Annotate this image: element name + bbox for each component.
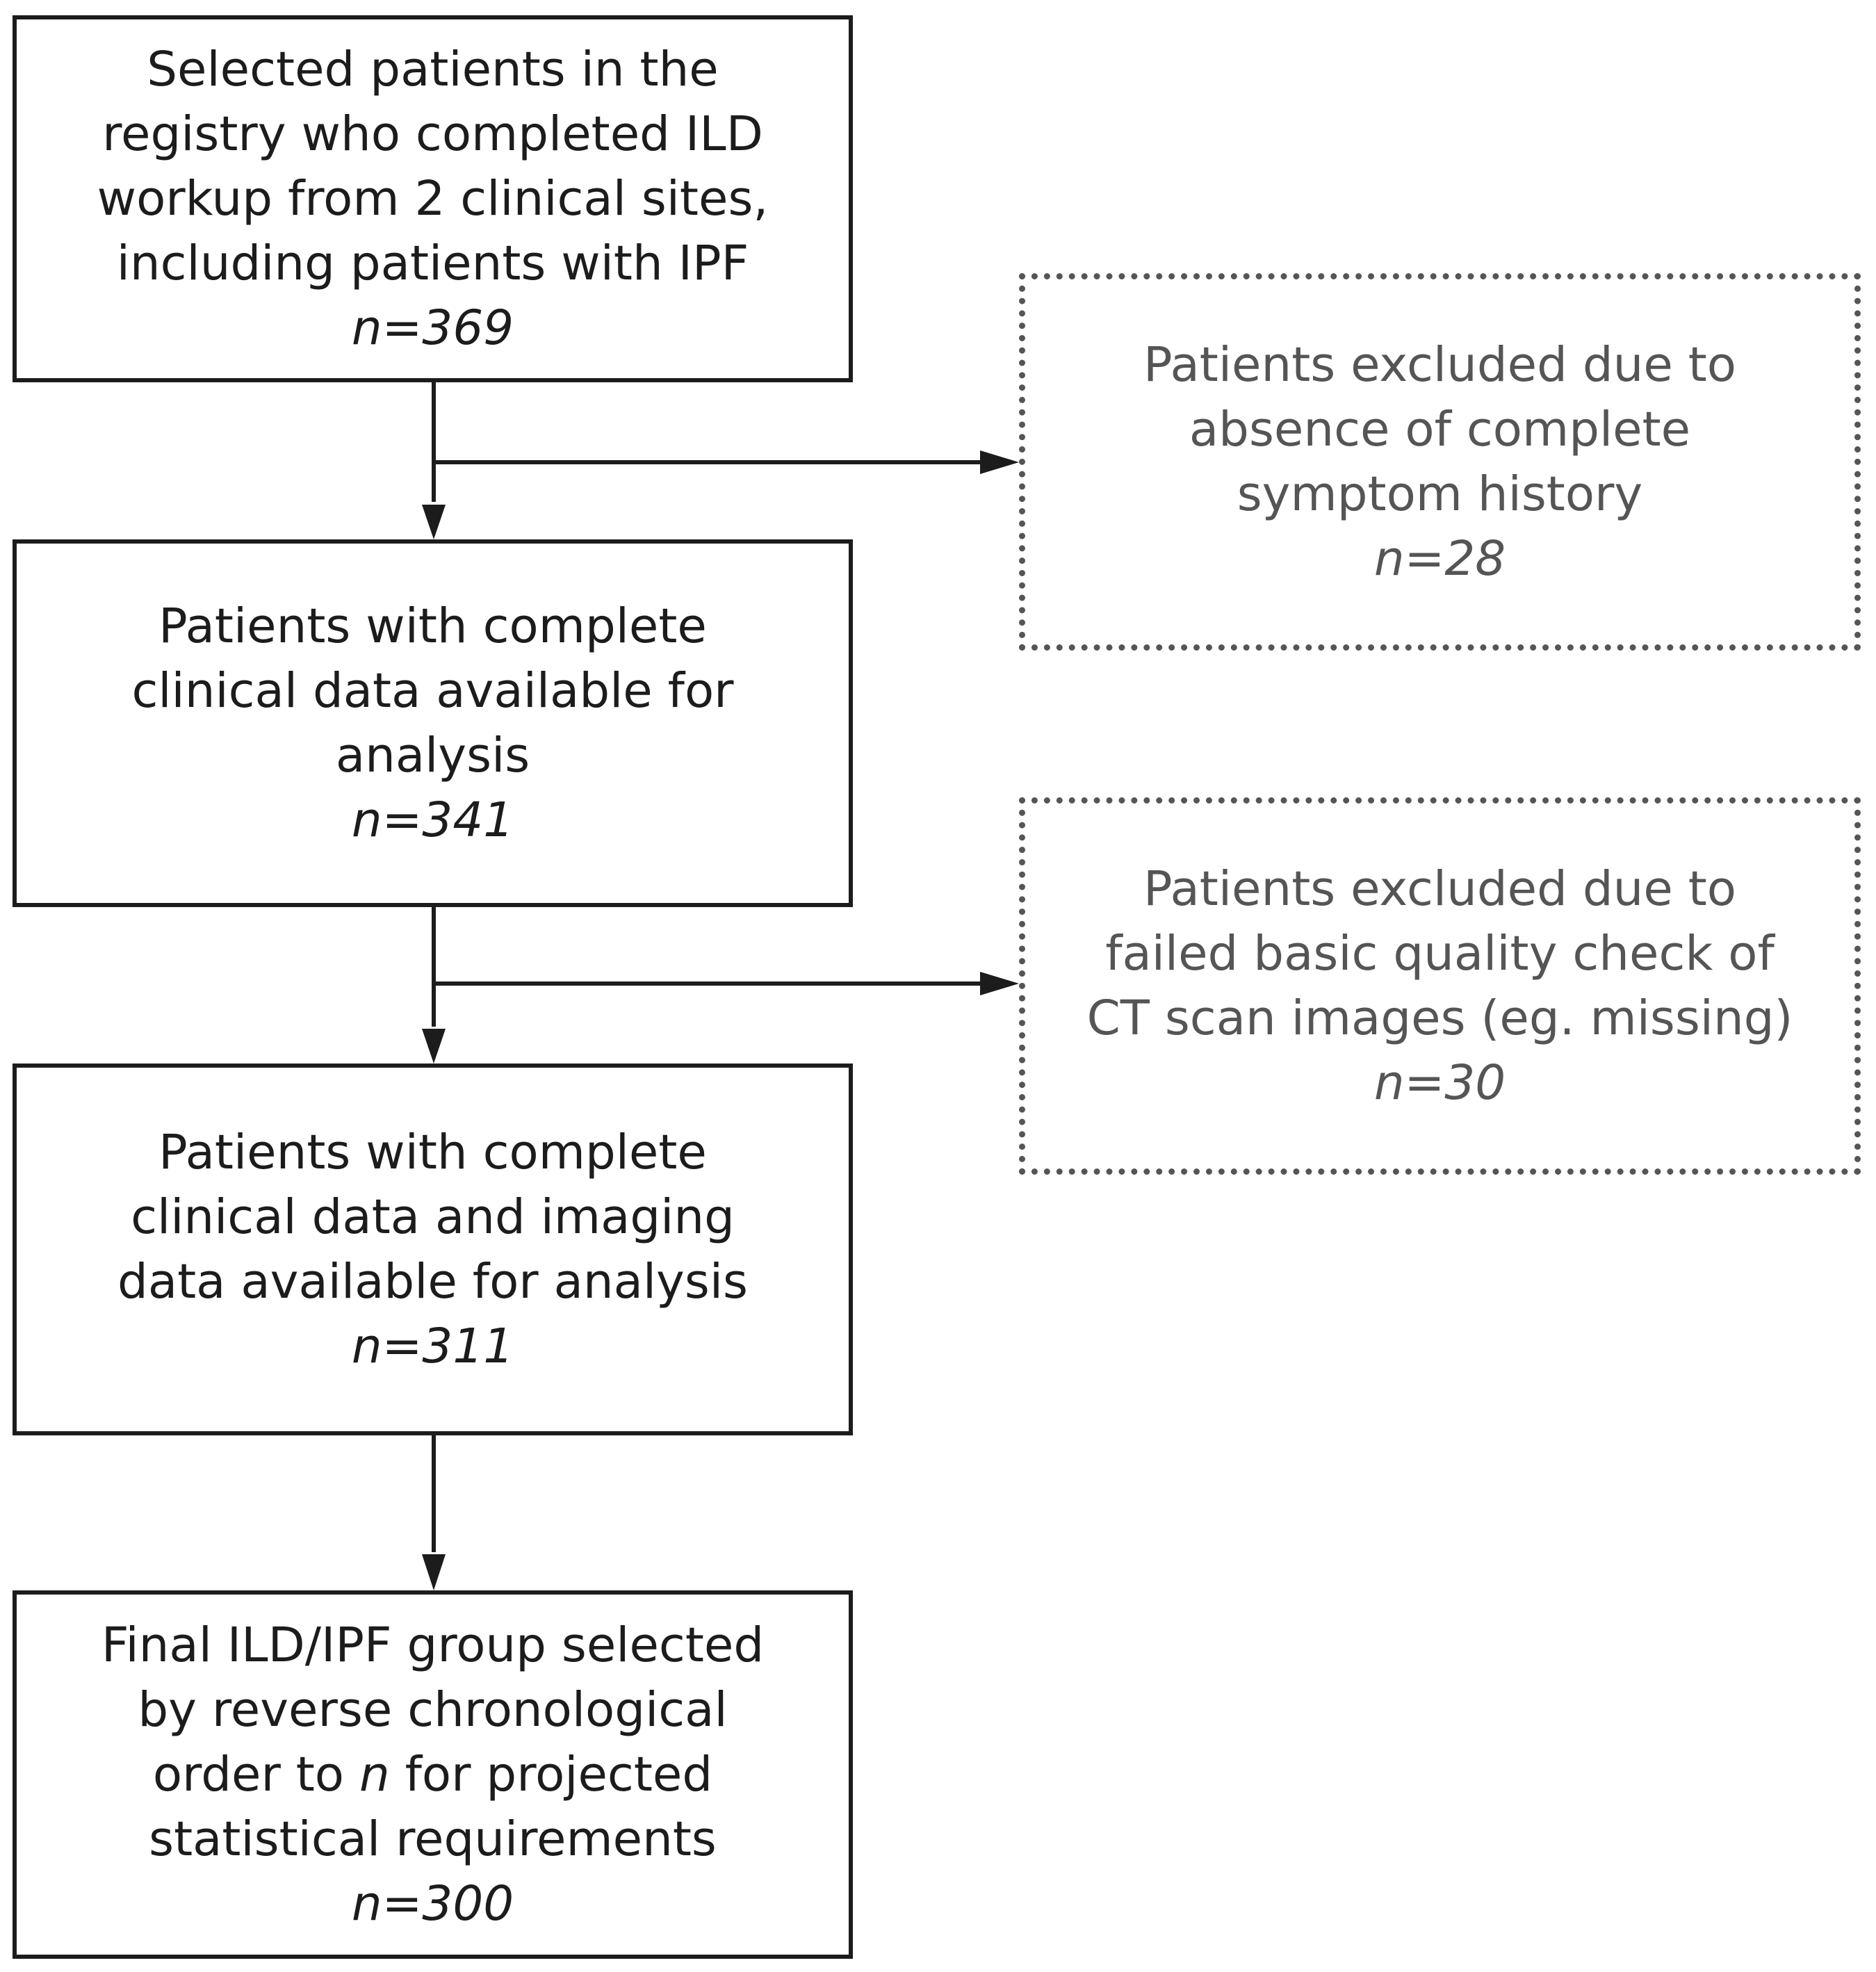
arrowhead-final [422, 1554, 446, 1590]
excluded-symptoms-line-2: absence of complete [1189, 401, 1691, 457]
box-imaging: Patients with complete clinical data and… [13, 1064, 853, 1435]
arrowhead-excluded-symptoms [980, 450, 1019, 474]
clinical-count: n=341 [351, 792, 514, 848]
excluded-ct-count: n=30 [1373, 1054, 1506, 1111]
box-excluded-symptoms: Patients excluded due to absence of comp… [1019, 273, 1861, 651]
clinical-line-3: analysis [335, 727, 530, 783]
excluded-ct-line-3: CT scan images (eg. missing) [1086, 990, 1793, 1046]
box-final: Final ILD/IPF group selected by reverse … [13, 1590, 853, 1959]
registry-line-2: registry who completed ILD [102, 106, 763, 162]
registry-line-4: including patients with IPF [116, 235, 749, 291]
excluded-symptoms-line-3: symptom history [1237, 466, 1643, 522]
final-line-3-post: for projected [389, 1746, 713, 1802]
excluded-symptoms-line-1: Patients excluded due to [1143, 336, 1736, 393]
excluded-ct-line-1: Patients excluded due to [1143, 861, 1736, 917]
final-line-2: by reverse chronological [138, 1681, 728, 1738]
clinical-line-2: clinical data available for [131, 662, 734, 719]
registry-line-3: workup from 2 clinical sites, [97, 170, 769, 227]
registry-line-1: Selected patients in the [147, 41, 719, 97]
imaging-line-2: clinical data and imaging [131, 1189, 735, 1245]
box-clinical: Patients with complete clinical data ava… [13, 539, 853, 907]
final-line-3-n: n [359, 1746, 390, 1802]
box-excluded-ct: Patients excluded due to failed basic qu… [1019, 797, 1861, 1175]
arrowhead-imaging [422, 1029, 446, 1064]
imaging-line-1: Patients with complete [158, 1124, 707, 1180]
excluded-symptoms-count: n=28 [1373, 530, 1506, 587]
arrowhead-excluded-ct [980, 972, 1019, 995]
final-line-4: statistical requirements [149, 1811, 717, 1867]
box-registry: Selected patients in the registry who co… [13, 15, 853, 382]
registry-count: n=369 [351, 300, 514, 356]
excluded-ct-line-2: failed basic quality check of [1105, 925, 1775, 981]
imaging-line-3: data available for analysis [117, 1253, 748, 1310]
clinical-line-1: Patients with complete [158, 598, 707, 654]
imaging-count: n=311 [351, 1318, 514, 1374]
final-line-3-pre: order to [152, 1746, 359, 1802]
arrowhead-clinical [422, 505, 446, 539]
final-line-3: order to n for projected [153, 1743, 712, 1807]
final-count: n=300 [351, 1875, 514, 1932]
final-line-1: Final ILD/IPF group selected [101, 1617, 765, 1673]
